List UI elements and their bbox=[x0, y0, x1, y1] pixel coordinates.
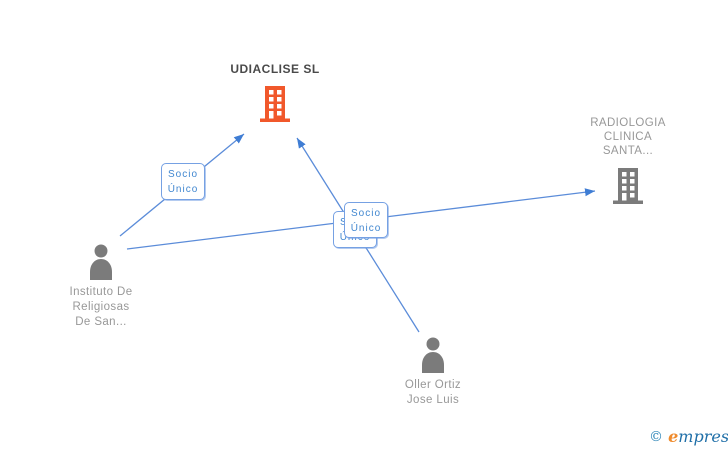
node-udiaclise[interactable]: UDIACLISE SL bbox=[175, 62, 375, 128]
edge-label-socio-unico-front: Socio Único bbox=[344, 202, 388, 238]
copyright-symbol: © bbox=[649, 429, 663, 445]
node-instituto[interactable]: Instituto De Religiosas De San... bbox=[41, 243, 161, 330]
node-radiologia-label: RADIOLOGIA CLINICA SANTA... bbox=[590, 117, 666, 157]
building-icon bbox=[257, 85, 293, 128]
node-oller[interactable]: Oller Ortiz Jose Luis bbox=[373, 336, 493, 408]
brand-rest: mpresia bbox=[678, 427, 728, 446]
node-oller-label: Oller Ortiz Jose Luis bbox=[404, 379, 462, 406]
node-instituto-label: Instituto De Religiosas De San... bbox=[69, 286, 133, 328]
empresia-logo[interactable]: © empresia bbox=[649, 427, 728, 446]
node-udiaclise-label: UDIACLISE SL bbox=[230, 62, 320, 76]
brand-first-letter: e bbox=[668, 427, 679, 446]
building-icon bbox=[610, 167, 646, 210]
edge-label-socio-unico-left: Socio Único bbox=[161, 163, 205, 200]
node-radiologia[interactable]: RADIOLOGIA CLINICA SANTA... bbox=[567, 116, 689, 210]
person-icon bbox=[85, 243, 117, 285]
person-icon bbox=[417, 336, 449, 378]
